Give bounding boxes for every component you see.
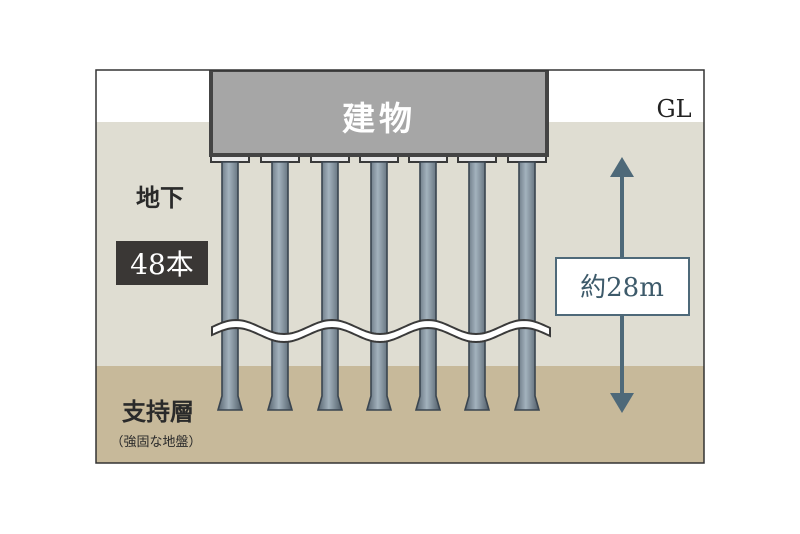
bearing-layer-sublabel: （強固な地盤） <box>110 435 201 450</box>
underground-label: 地下 <box>136 184 184 212</box>
pile-shaft <box>463 161 491 411</box>
pile-count-label: 48本 <box>130 248 194 281</box>
gl-label: GL <box>656 95 691 123</box>
building-block <box>209 70 549 157</box>
pile-shaft <box>513 161 541 411</box>
pile-shaft <box>365 161 393 411</box>
building-label: 建物 <box>342 99 416 138</box>
bearing-layer <box>96 366 704 463</box>
bearing-layer-label: 支持層 <box>122 398 194 426</box>
pile-shaft <box>414 161 442 411</box>
pile-shaft <box>266 161 294 411</box>
diagram-frame <box>95 69 705 464</box>
pile-shaft <box>316 161 344 411</box>
omission-wave-band <box>211 318 551 344</box>
pile-count-badge <box>116 241 208 285</box>
piles-group <box>210 154 547 411</box>
pile-shaft <box>216 161 244 411</box>
depth-label: 約28m <box>580 273 664 303</box>
depth-label-box <box>555 257 690 316</box>
